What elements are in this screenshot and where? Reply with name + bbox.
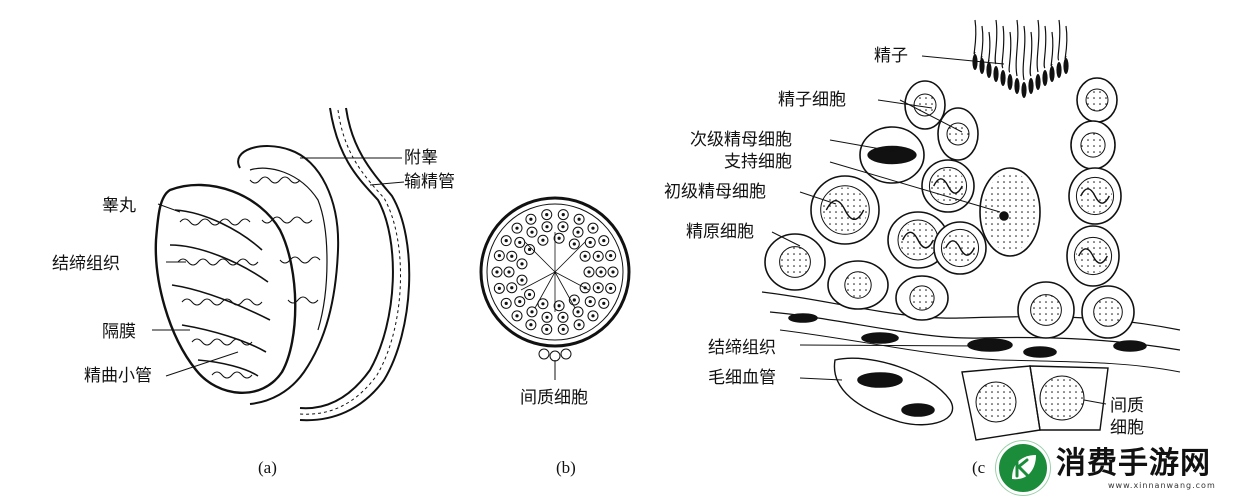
- label-epididymis: 附睾: [404, 148, 438, 168]
- label-spermatid: 精子细胞: [778, 90, 846, 110]
- label-connective-tissue-a: 结缔组织: [52, 254, 120, 274]
- watermark: 消费手游网 www.xinnanwang.com: [996, 440, 1232, 496]
- seminiferous-epithelium: [761, 19, 1181, 441]
- watermark-title: 消费手游网: [1056, 445, 1211, 481]
- label-vas-deferens: 输精管: [404, 172, 455, 192]
- label-interstitial-line1: 间质: [1110, 396, 1144, 416]
- label-spermatogonium: 精原细胞: [686, 222, 754, 242]
- leaf-k-logo-icon: [996, 441, 1050, 495]
- caption-c: (c: [972, 458, 986, 477]
- label-seminiferous-tubule: 精曲小管: [84, 366, 152, 386]
- label-sperm: 精子: [874, 46, 908, 66]
- testis-diagram: [152, 107, 411, 422]
- label-secondary-spermatocyte: 次级精母细胞: [690, 130, 792, 150]
- testis-outline: [154, 183, 297, 394]
- label-sertoli-cell: 支持细胞: [724, 152, 792, 172]
- label-primary-spermatocyte: 初级精母细胞: [664, 182, 766, 202]
- label-capillary: 毛细血管: [708, 368, 776, 388]
- label-testis: 睾丸: [102, 196, 136, 216]
- caption-a: (a): [258, 458, 277, 477]
- label-septum: 隔膜: [102, 322, 136, 342]
- label-connective-tissue-c: 结缔组织: [708, 338, 776, 358]
- label-interstitial-cell-b: 间质细胞: [520, 388, 588, 408]
- label-interstitial-line2: 细胞: [1110, 418, 1144, 438]
- caption-b: (b): [556, 458, 576, 477]
- watermark-url: www.xinnanwang.com: [1108, 480, 1216, 490]
- tubule-cross-section: [479, 196, 631, 380]
